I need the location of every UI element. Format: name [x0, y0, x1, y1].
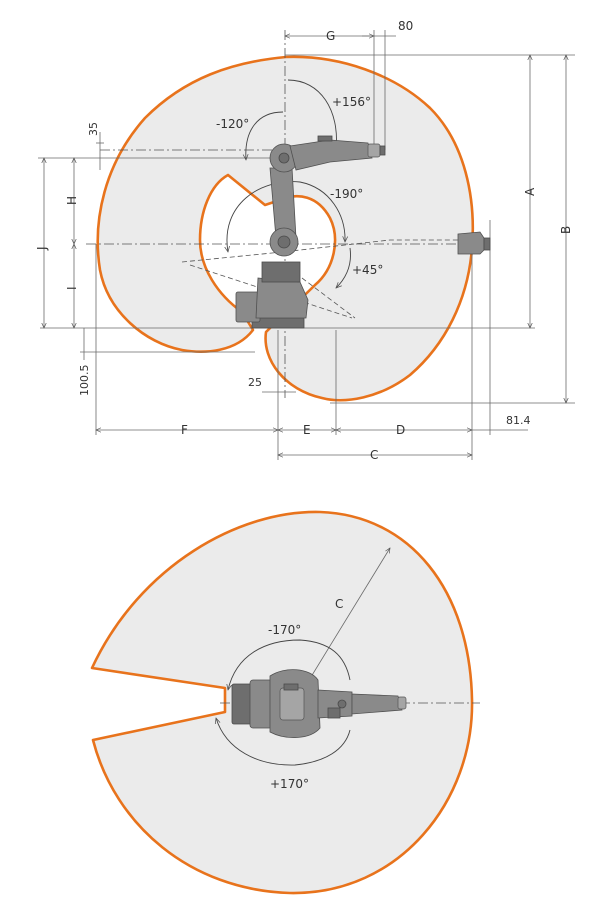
angle-plus45-label: +45°	[352, 263, 383, 277]
dim-814-label: 81.4	[506, 414, 531, 427]
side-work-envelope	[96, 55, 475, 402]
arc-minus170	[228, 639, 351, 690]
top-view: C -170° +170°	[90, 510, 480, 895]
robot-top-view	[231, 669, 407, 738]
dim-35-label: 35	[87, 122, 100, 136]
arc-plus170	[216, 718, 351, 766]
arc-minus190	[227, 181, 345, 252]
dim-f-label: F	[181, 423, 188, 437]
dim-1005-label: 100.5	[78, 365, 91, 397]
side-view: G 80 A B J H I 35 100.5 25 F E D 81.4	[35, 19, 575, 462]
angle-minus190-label: -190°	[330, 187, 363, 201]
top-dim-c-label: C	[335, 597, 343, 611]
arc-plus45	[336, 247, 351, 288]
dim-h-label: H	[65, 196, 79, 205]
wrist-dashed-line	[301, 277, 356, 319]
angle-minus170-label: -170°	[268, 623, 301, 637]
dim-c-label: C	[370, 448, 378, 462]
angle-plus170-label: +170°	[270, 777, 309, 791]
dim-25-label: 25	[248, 376, 262, 389]
dim-d-label: D	[396, 423, 405, 437]
angle-minus120-label: -120°	[216, 117, 249, 131]
dim-a-label: A	[523, 187, 537, 196]
dim-e-label: E	[303, 423, 311, 437]
arc-minus120	[246, 111, 284, 160]
dim-b-label: B	[559, 226, 573, 234]
dim-j-label: J	[35, 246, 49, 251]
angle-plus156-label: +156°	[332, 95, 371, 109]
dim-g-label: G	[326, 29, 335, 43]
tilted-axis-line	[189, 264, 353, 319]
dim-80-label: 80	[398, 19, 413, 33]
arc-plus156	[287, 79, 337, 150]
tool-flange	[457, 231, 491, 255]
dim-i-label: I	[65, 286, 79, 290]
robot-side-view	[235, 135, 386, 329]
